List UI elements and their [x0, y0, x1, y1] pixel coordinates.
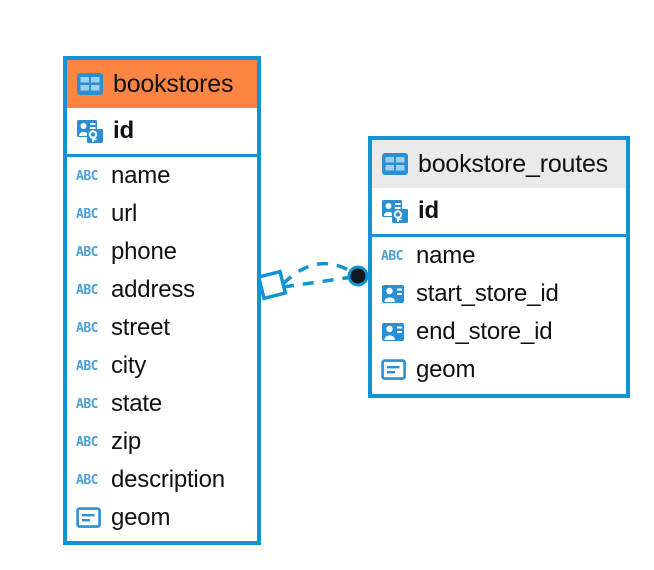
field-row-description[interactable]: ABC description: [67, 461, 257, 499]
foreign-key-icon: [381, 321, 407, 343]
primary-key-divider: [67, 154, 257, 157]
entity-title-bookstores: bookstores: [113, 69, 234, 98]
abc-text-icon: ABC: [76, 241, 102, 263]
abc-text-icon-label: ABC: [76, 206, 98, 222]
abc-text-icon-label: ABC: [76, 282, 98, 298]
field-label-phone: phone: [111, 238, 177, 265]
field-row-address[interactable]: ABC address: [67, 271, 257, 309]
field-row-zip[interactable]: ABC zip: [67, 423, 257, 461]
abc-text-icon-label: ABC: [76, 396, 98, 412]
relationship-line-arc: [281, 261, 356, 286]
field-row-end-store-id[interactable]: end_store_id: [372, 313, 626, 351]
field-label-city: city: [111, 352, 147, 379]
field-label-url: url: [111, 200, 138, 227]
abc-text-icon: ABC: [76, 317, 102, 339]
field-row-city[interactable]: ABC city: [67, 347, 257, 385]
abc-text-icon: ABC: [76, 279, 102, 301]
field-label-geom: geom: [416, 356, 476, 383]
abc-text-icon: ABC: [76, 393, 102, 415]
field-row-name[interactable]: ABC name: [67, 157, 257, 195]
field-row-phone[interactable]: ABC phone: [67, 233, 257, 271]
abc-text-icon-label: ABC: [76, 358, 98, 374]
field-label-description: description: [111, 466, 225, 493]
entity-bookstores[interactable]: bookstores id: [63, 56, 261, 545]
field-row-id[interactable]: id: [372, 188, 626, 234]
field-label-state: state: [111, 390, 163, 417]
abc-text-icon-label: ABC: [76, 168, 98, 184]
abc-text-icon-label: ABC: [381, 248, 403, 264]
field-label-street: street: [111, 314, 170, 341]
abc-text-icon-label: ABC: [76, 434, 98, 450]
field-label-id: id: [418, 197, 439, 224]
geometry-icon: [381, 359, 407, 381]
field-label-name: name: [111, 162, 171, 189]
abc-text-icon: ABC: [76, 469, 102, 491]
field-list-bookstore-routes: id ABC name s: [372, 188, 626, 389]
table-grid-icon: [381, 152, 409, 176]
field-label-start-store-id: start_store_id: [416, 280, 559, 307]
geometry-icon: [76, 507, 102, 529]
field-label-end-store-id: end_store_id: [416, 318, 553, 345]
relationship-target-circle-icon: [347, 265, 369, 287]
field-row-name[interactable]: ABC name: [372, 237, 626, 275]
abc-text-icon-label: ABC: [76, 244, 98, 260]
abc-text-icon-label: ABC: [76, 320, 98, 336]
relationship-line-straight: [282, 275, 354, 289]
primary-key-divider: [372, 234, 626, 237]
abc-text-icon: ABC: [381, 245, 407, 267]
foreign-key-icon: [381, 283, 407, 305]
entity-title-bookstore-routes: bookstore_routes: [418, 149, 608, 178]
relationship-source-diamond-icon: [256, 269, 288, 301]
field-row-geom[interactable]: geom: [67, 499, 257, 537]
field-label-geom: geom: [111, 504, 171, 531]
field-row-url[interactable]: ABC url: [67, 195, 257, 233]
field-row-geom[interactable]: geom: [372, 351, 626, 389]
field-label-address: address: [111, 276, 195, 303]
abc-text-icon-label: ABC: [76, 472, 98, 488]
primary-key-icon: [381, 198, 409, 224]
field-list-bookstores: id ABC name ABC url ABC phone: [67, 108, 257, 537]
table-grid-icon: [76, 72, 104, 96]
field-row-state[interactable]: ABC state: [67, 385, 257, 423]
field-row-id[interactable]: id: [67, 108, 257, 154]
field-label-name: name: [416, 242, 476, 269]
primary-key-icon: [76, 118, 104, 144]
abc-text-icon: ABC: [76, 203, 102, 225]
abc-text-icon: ABC: [76, 431, 102, 453]
abc-text-icon: ABC: [76, 165, 102, 187]
field-label-zip: zip: [111, 428, 142, 455]
entity-bookstore-routes[interactable]: bookstore_routes: [368, 136, 630, 398]
field-row-street[interactable]: ABC street: [67, 309, 257, 347]
field-label-id: id: [113, 117, 134, 144]
entity-header-bookstore-routes[interactable]: bookstore_routes: [372, 140, 626, 188]
field-row-start-store-id[interactable]: start_store_id: [372, 275, 626, 313]
abc-text-icon: ABC: [76, 355, 102, 377]
entity-header-bookstores[interactable]: bookstores: [67, 60, 257, 108]
